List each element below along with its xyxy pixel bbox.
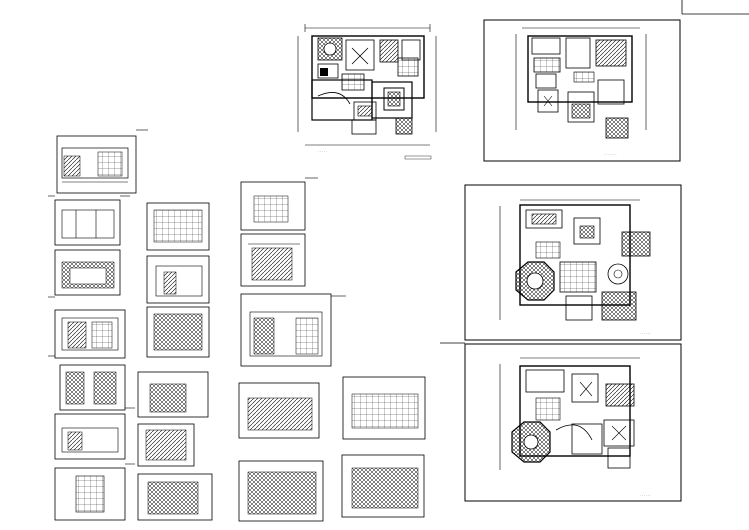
elevation-sheet [137,371,209,418]
elevation-sheet [48,195,130,246]
svg-text:. . . . .: . . . . . [318,149,327,153]
elevation-sheet [54,407,135,460]
elevation-sheet [341,454,425,518]
elevation-sheet [146,306,210,358]
elevation-sheet [48,249,121,298]
elevation-sheet [137,423,195,467]
floor-plan-mid-right: . . . . . . [440,184,682,344]
elevation-sheet [137,473,213,521]
elevation-sheet [238,382,320,439]
svg-text:. . . . . .: . . . . . . [640,331,651,335]
svg-text:. . . . . .: . . . . . . [640,493,651,497]
svg-text:. . . . . . .: . . . . . . . [604,152,616,156]
elevation-sheet [240,233,306,287]
elevation-sheet [48,309,126,359]
floor-plan-top-center: . . . . . [297,24,437,160]
elevation-sheet [59,364,126,411]
elevation-sheet [240,177,318,231]
floor-plan-top-right: . . . . . . . [483,0,749,162]
elevation-sheet [146,255,210,304]
elevation-sheet [342,376,426,440]
elevation-sheet [54,463,135,521]
elevation-sheet [56,129,148,194]
elevation-sheet [240,293,346,367]
elevation-sheet [146,202,210,251]
floor-plan-bottom-right: . . . . . . [464,343,682,502]
elevation-sheet [238,460,324,522]
